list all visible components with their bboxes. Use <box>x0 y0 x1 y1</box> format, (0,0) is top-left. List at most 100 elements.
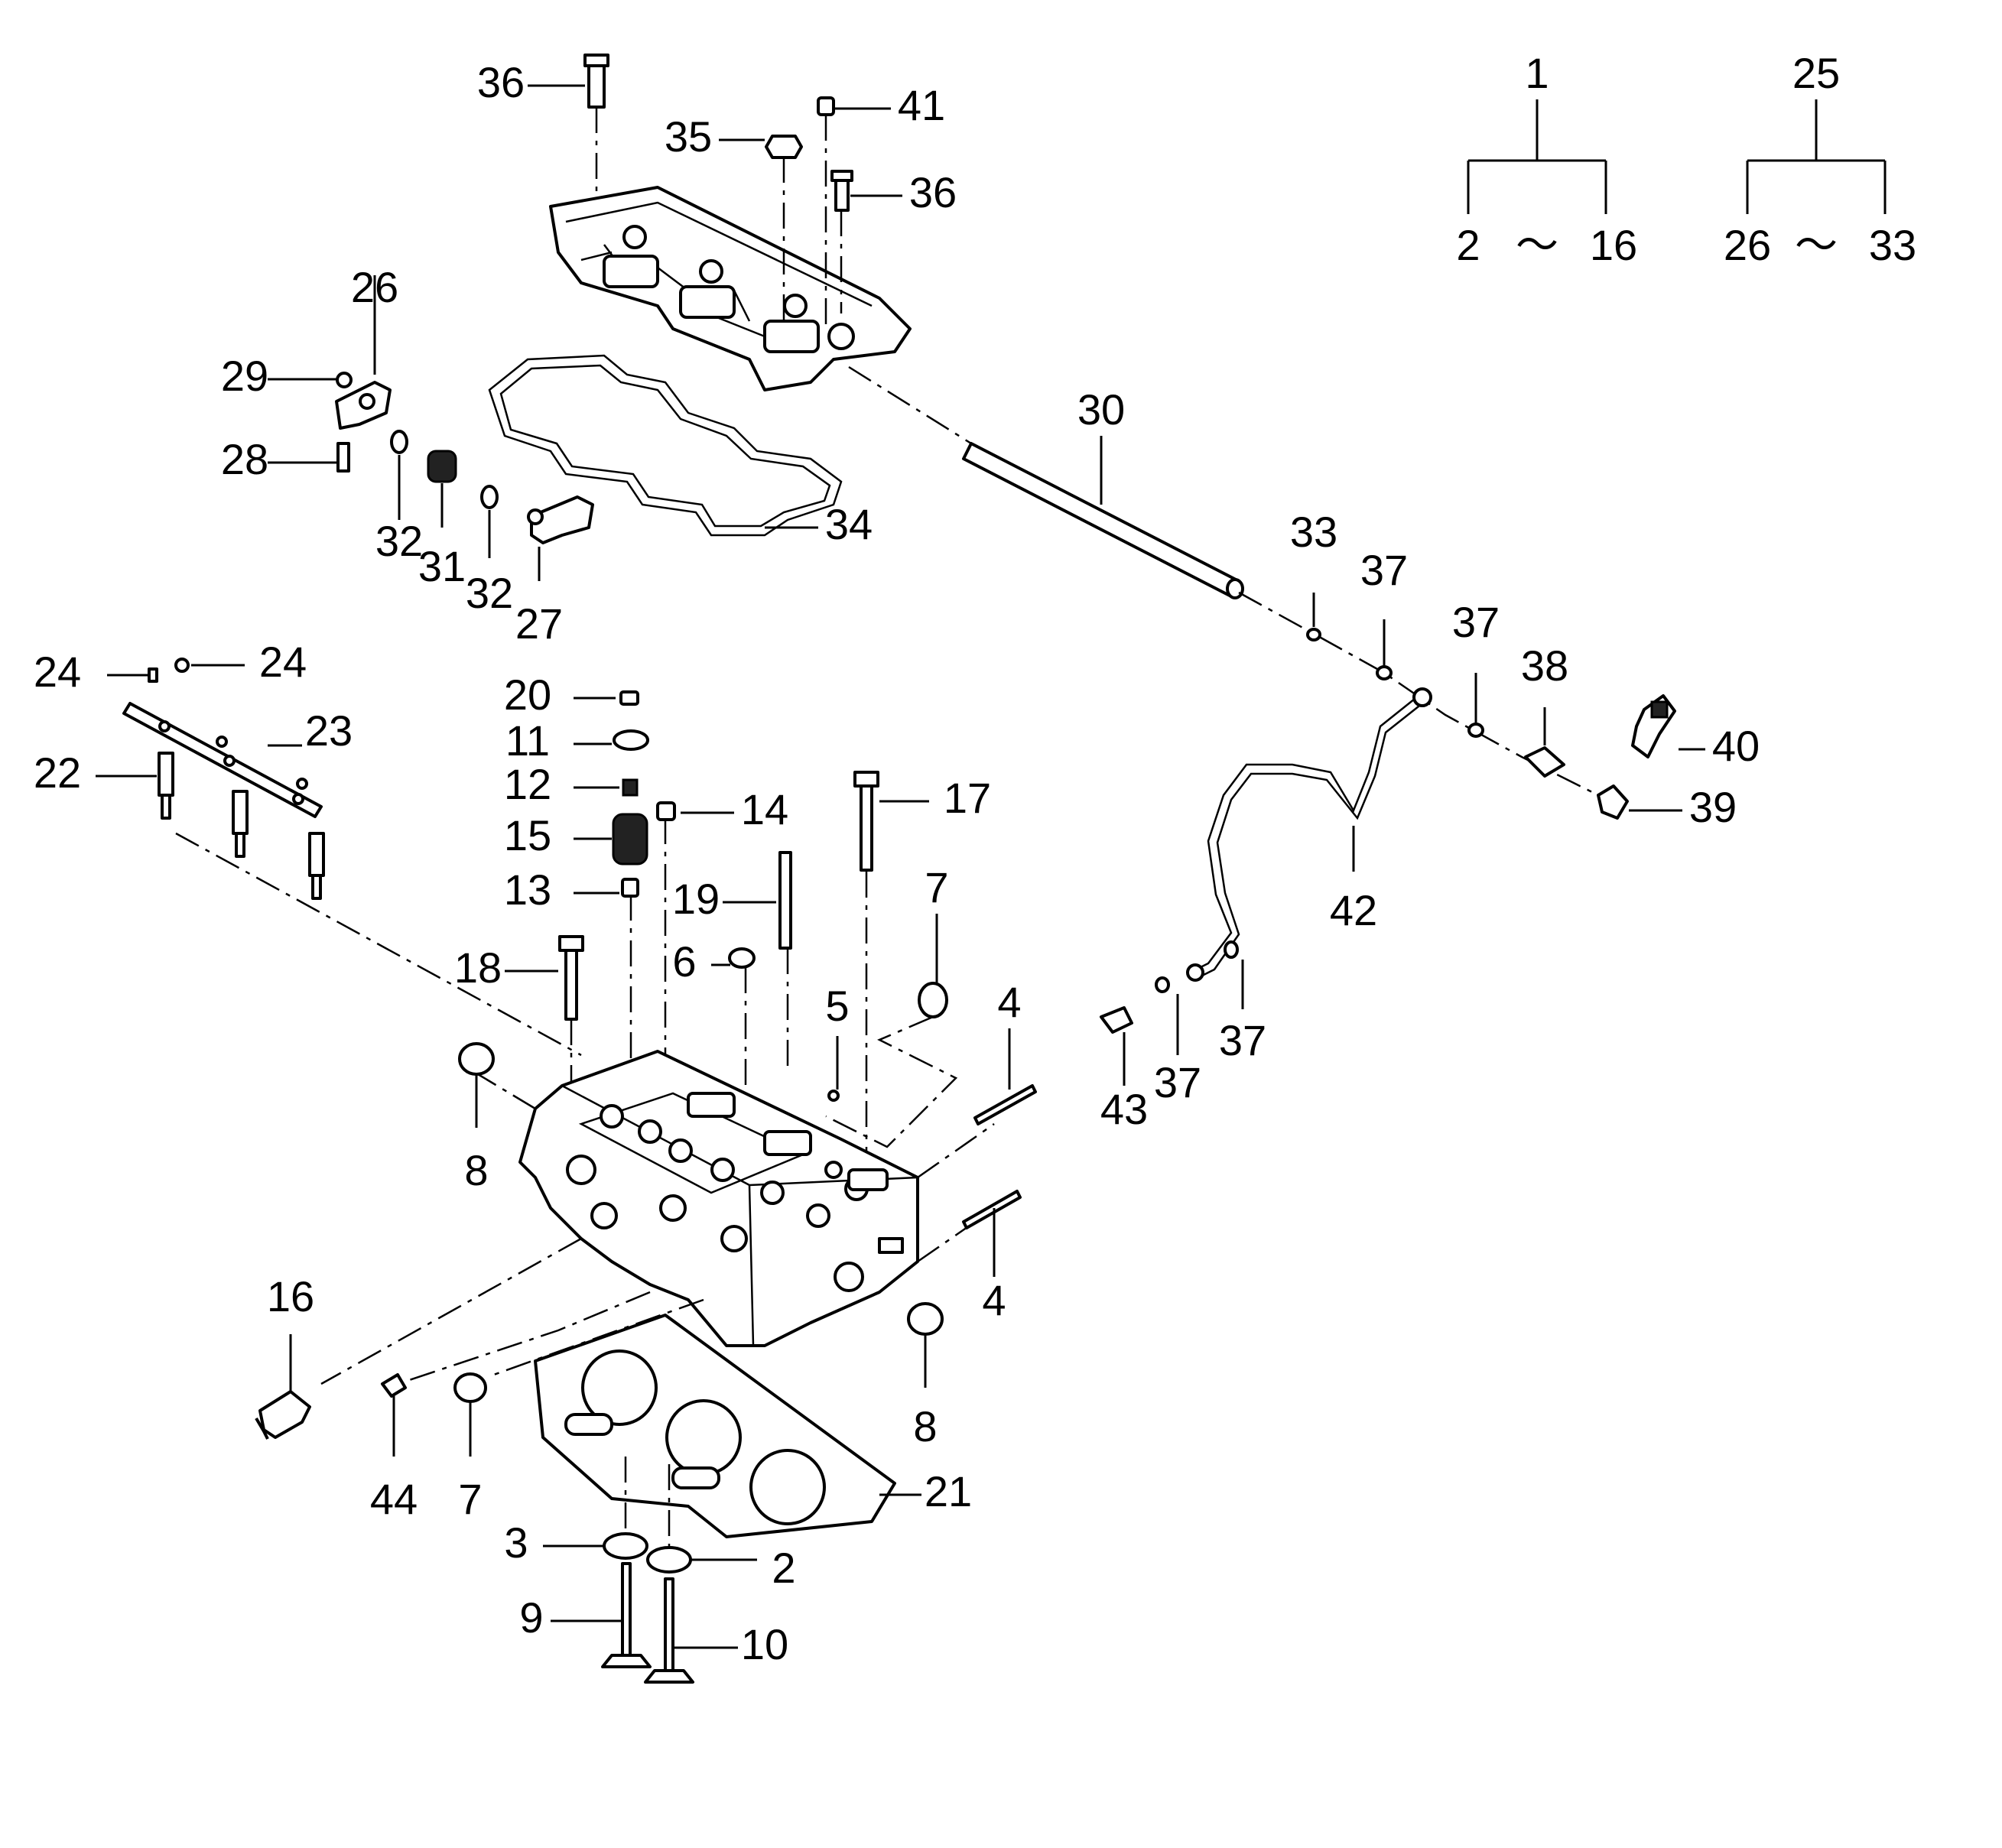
washer-32-left-drawing <box>390 430 408 454</box>
label-35: 35 <box>665 112 712 161</box>
label-4-bottom: 4 <box>982 1276 1006 1324</box>
label-23: 23 <box>305 706 353 755</box>
label-19: 19 <box>672 875 720 923</box>
label-14: 14 <box>741 785 788 833</box>
label-18: 18 <box>454 943 502 992</box>
bolt-36-right-drawing <box>830 170 853 212</box>
head-bolt-17-drawing <box>853 771 879 872</box>
range-separator-tilde: ～ <box>1516 221 1558 269</box>
temperature-sensor-16-drawing <box>255 1390 311 1440</box>
o-ring-5-drawing <box>827 1090 840 1102</box>
label-8-right: 8 <box>913 1402 937 1450</box>
label-2: 2 <box>772 1544 795 1592</box>
cylinder-head-drawing <box>518 1050 919 1347</box>
head-gasket-21-drawing <box>534 1314 896 1538</box>
head-bolt-18-drawing <box>558 935 584 1021</box>
rocker-arm-support-drawing <box>549 186 912 391</box>
label-37-a: 37 <box>1360 546 1408 594</box>
exhaust-valve-10-drawing <box>644 1577 694 1684</box>
label-17: 17 <box>944 774 991 822</box>
glow-plug-lead-23-drawing <box>122 702 323 818</box>
label-32-left: 32 <box>375 517 423 565</box>
label-25: 25 <box>1792 49 1840 97</box>
label-22: 22 <box>34 749 81 797</box>
label-2-range-start: 2 <box>1456 221 1480 269</box>
label-24-left: 24 <box>34 648 81 696</box>
label-9: 9 <box>519 1593 543 1642</box>
label-4-top: 4 <box>997 978 1021 1026</box>
rocker-cover-gasket-drawing <box>488 354 843 537</box>
label-1: 1 <box>1525 49 1549 97</box>
washer-37-b-drawing <box>1467 723 1484 738</box>
label-36-top: 36 <box>477 58 525 106</box>
label-3: 3 <box>504 1518 528 1567</box>
oil-pipe-42-drawing <box>1186 687 1432 982</box>
plug-44-drawing <box>381 1373 407 1398</box>
valve-cap-20-drawing <box>619 690 639 706</box>
range-legend-25: 25 26 ～ 33 <box>1724 49 1916 269</box>
washer-37-c-drawing <box>1155 976 1170 993</box>
label-44: 44 <box>370 1475 418 1523</box>
pressure-switch-40-drawing <box>1631 694 1676 758</box>
o-ring-33-drawing <box>1306 628 1321 641</box>
range-separator-tilde: ～ <box>1795 221 1838 269</box>
label-40: 40 <box>1712 722 1760 770</box>
label-37-c: 37 <box>1154 1058 1201 1106</box>
valve-seal-13-drawing <box>621 878 639 898</box>
cap-41-drawing <box>817 96 835 116</box>
label-10: 10 <box>741 1620 788 1668</box>
adjust-screw-28-drawing <box>336 442 350 473</box>
label-7-top: 7 <box>925 863 948 911</box>
label-37-b: 37 <box>1452 598 1500 646</box>
label-16-range-end: 16 <box>1590 221 1637 269</box>
nut-29-drawing <box>336 372 353 388</box>
range-legend-1: 1 2 ～ 16 <box>1456 49 1637 269</box>
valve-seat-3-drawing <box>603 1532 648 1560</box>
label-29: 29 <box>221 352 268 400</box>
valve-seat-2-drawing <box>646 1546 692 1574</box>
label-32-right: 32 <box>466 569 513 617</box>
valve-seal-14-drawing <box>656 801 676 821</box>
valve-spring-15-drawing <box>612 813 648 866</box>
label-28: 28 <box>221 435 268 483</box>
label-41: 41 <box>898 81 945 129</box>
label-33-range-end: 33 <box>1869 221 1916 269</box>
label-36-right: 36 <box>909 168 957 216</box>
label-33: 33 <box>1290 508 1337 556</box>
part-labels: 36 35 41 36 26 29 28 32 31 32 27 34 30 3… <box>34 58 1760 1668</box>
label-7-bottom: 7 <box>458 1475 482 1523</box>
label-37-d: 37 <box>1219 1016 1266 1064</box>
washer-37-a-drawing <box>1376 665 1393 680</box>
label-13: 13 <box>504 866 551 914</box>
label-27: 27 <box>515 599 563 648</box>
plug-7-bottom-drawing <box>453 1372 487 1403</box>
intake-valve-9-drawing <box>601 1562 652 1668</box>
plug-6-drawing <box>728 947 756 969</box>
label-42: 42 <box>1330 886 1377 934</box>
collet-12-drawing <box>622 778 639 797</box>
stud-19-drawing <box>778 851 792 950</box>
label-34: 34 <box>825 500 873 548</box>
plug-8-right-drawing <box>907 1302 944 1336</box>
label-12: 12 <box>504 760 551 808</box>
rocker-arm-26-drawing <box>335 381 392 430</box>
rocker-shaft-drawing <box>962 442 1244 599</box>
nut-35-drawing <box>765 135 803 159</box>
plug-8-left-drawing <box>458 1042 495 1076</box>
label-8-left: 8 <box>464 1146 488 1194</box>
label-24-right: 24 <box>259 638 307 686</box>
leader-lines <box>96 84 1705 1649</box>
adapter-39-drawing <box>1597 784 1629 820</box>
dowel-pin-4-bottom-drawing <box>962 1190 1022 1229</box>
rocker-arm-27-drawing <box>527 495 594 544</box>
label-21: 21 <box>925 1467 972 1515</box>
label-15: 15 <box>504 811 551 859</box>
label-16: 16 <box>267 1272 314 1320</box>
glow-plug-22-drawing <box>158 752 325 900</box>
label-26-range-start: 26 <box>1724 221 1771 269</box>
bolt-43-drawing <box>1100 1006 1133 1034</box>
label-31: 31 <box>418 542 466 590</box>
label-43: 43 <box>1100 1085 1148 1133</box>
spring-31-drawing <box>427 450 457 483</box>
